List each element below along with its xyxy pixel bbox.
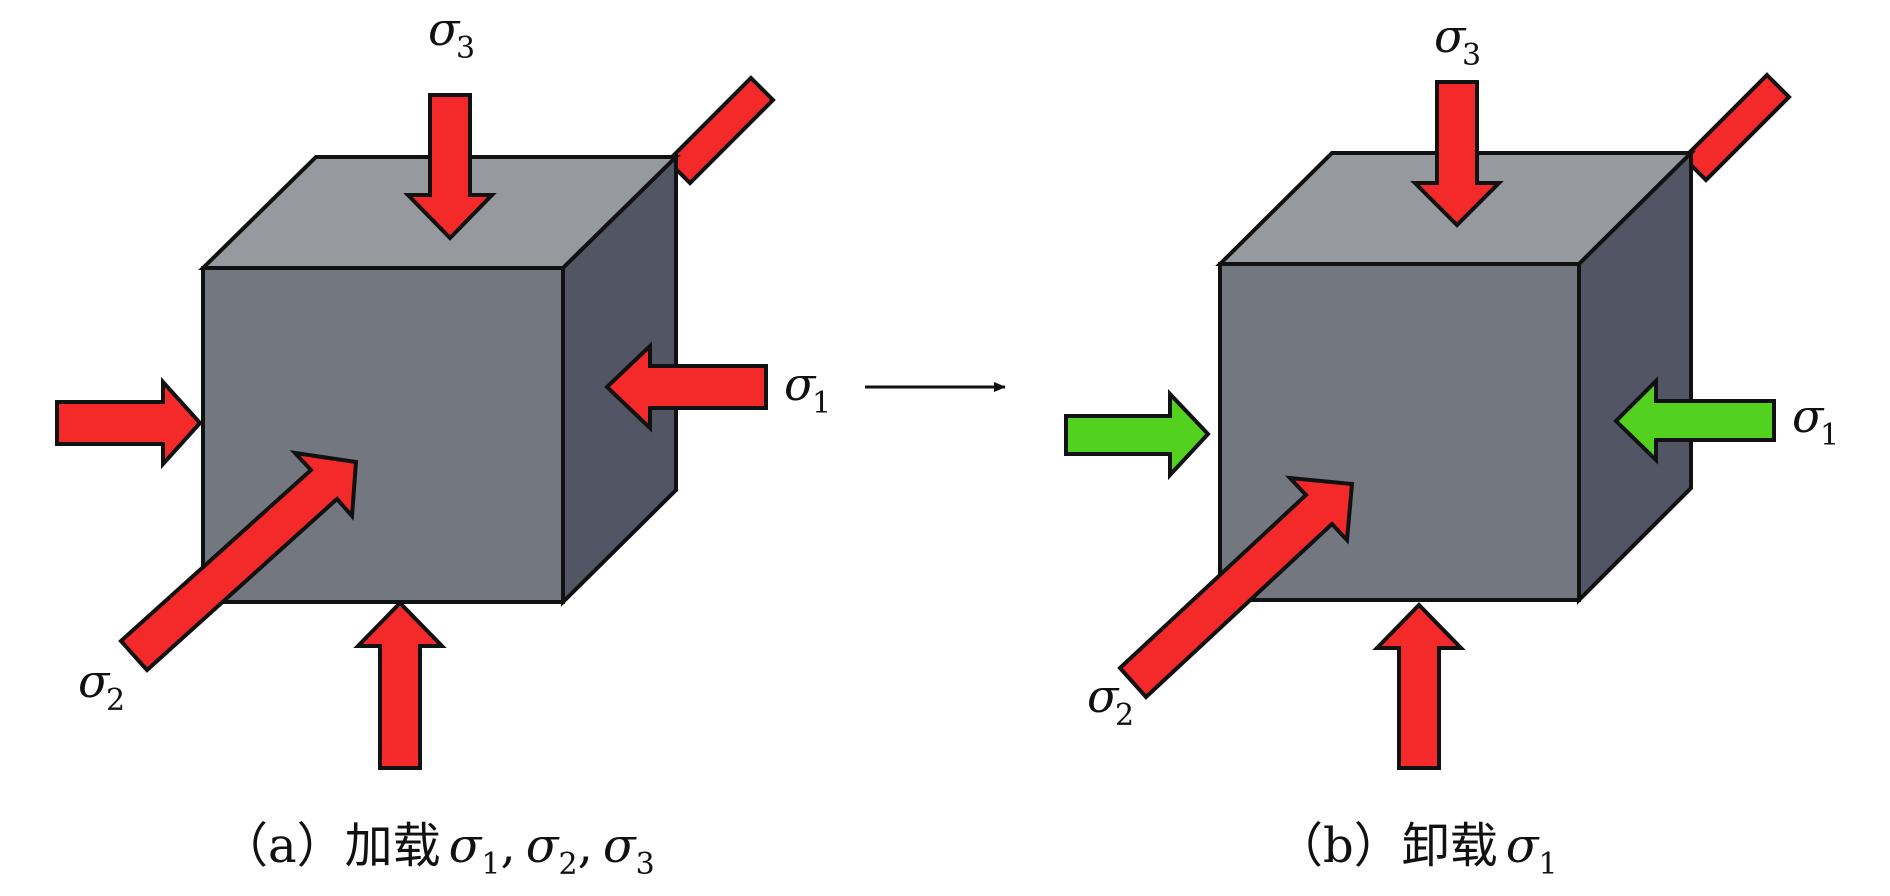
subscript: 1: [1820, 418, 1839, 453]
subscript: 3: [456, 31, 475, 66]
sigma-symbol: σ: [78, 654, 111, 708]
sigma-symbol: σ: [1792, 389, 1825, 443]
label-sigma3-b: σ 3: [1434, 9, 1481, 73]
sigma2-back-arrow-b: [1681, 72, 1792, 183]
sigma2-front-arrow-a: [118, 450, 359, 673]
subscript: 2: [106, 683, 125, 718]
sigma-symbol: σ: [784, 357, 817, 411]
sigma2-back-arrow-a: [665, 75, 776, 186]
sigma-symbol: σ: [428, 2, 461, 56]
sigma1-left-arrow-a: [55, 376, 203, 470]
label-sigma1-b: σ 1: [1792, 389, 1839, 453]
label-sigma2-a: σ 2: [78, 654, 125, 718]
subscript: 1: [812, 386, 831, 421]
sigma3-bottom-arrow-b: [1372, 602, 1466, 770]
sigma3-bottom-arrow-a: [353, 600, 447, 770]
sigma1-left-arrow-b: [1064, 388, 1211, 481]
sigma3-arrow-a: [403, 93, 497, 241]
subscript: 3: [1462, 38, 1481, 73]
sigma1-right-arrow-a: [604, 341, 768, 433]
sigma-symbol: σ: [1434, 9, 1467, 63]
sigma1-right-arrow-b: [1613, 376, 1776, 465]
sigma2-front-arrow-b: [1117, 475, 1355, 700]
label-sigma1-a: σ 1: [784, 357, 831, 421]
subscript: 2: [1115, 698, 1134, 733]
sigma3-arrow-b: [1410, 80, 1504, 228]
label-sigma2-b: σ 2: [1087, 669, 1134, 733]
sigma-symbol: σ: [1087, 669, 1120, 723]
label-sigma3-a: σ 3: [428, 2, 475, 66]
